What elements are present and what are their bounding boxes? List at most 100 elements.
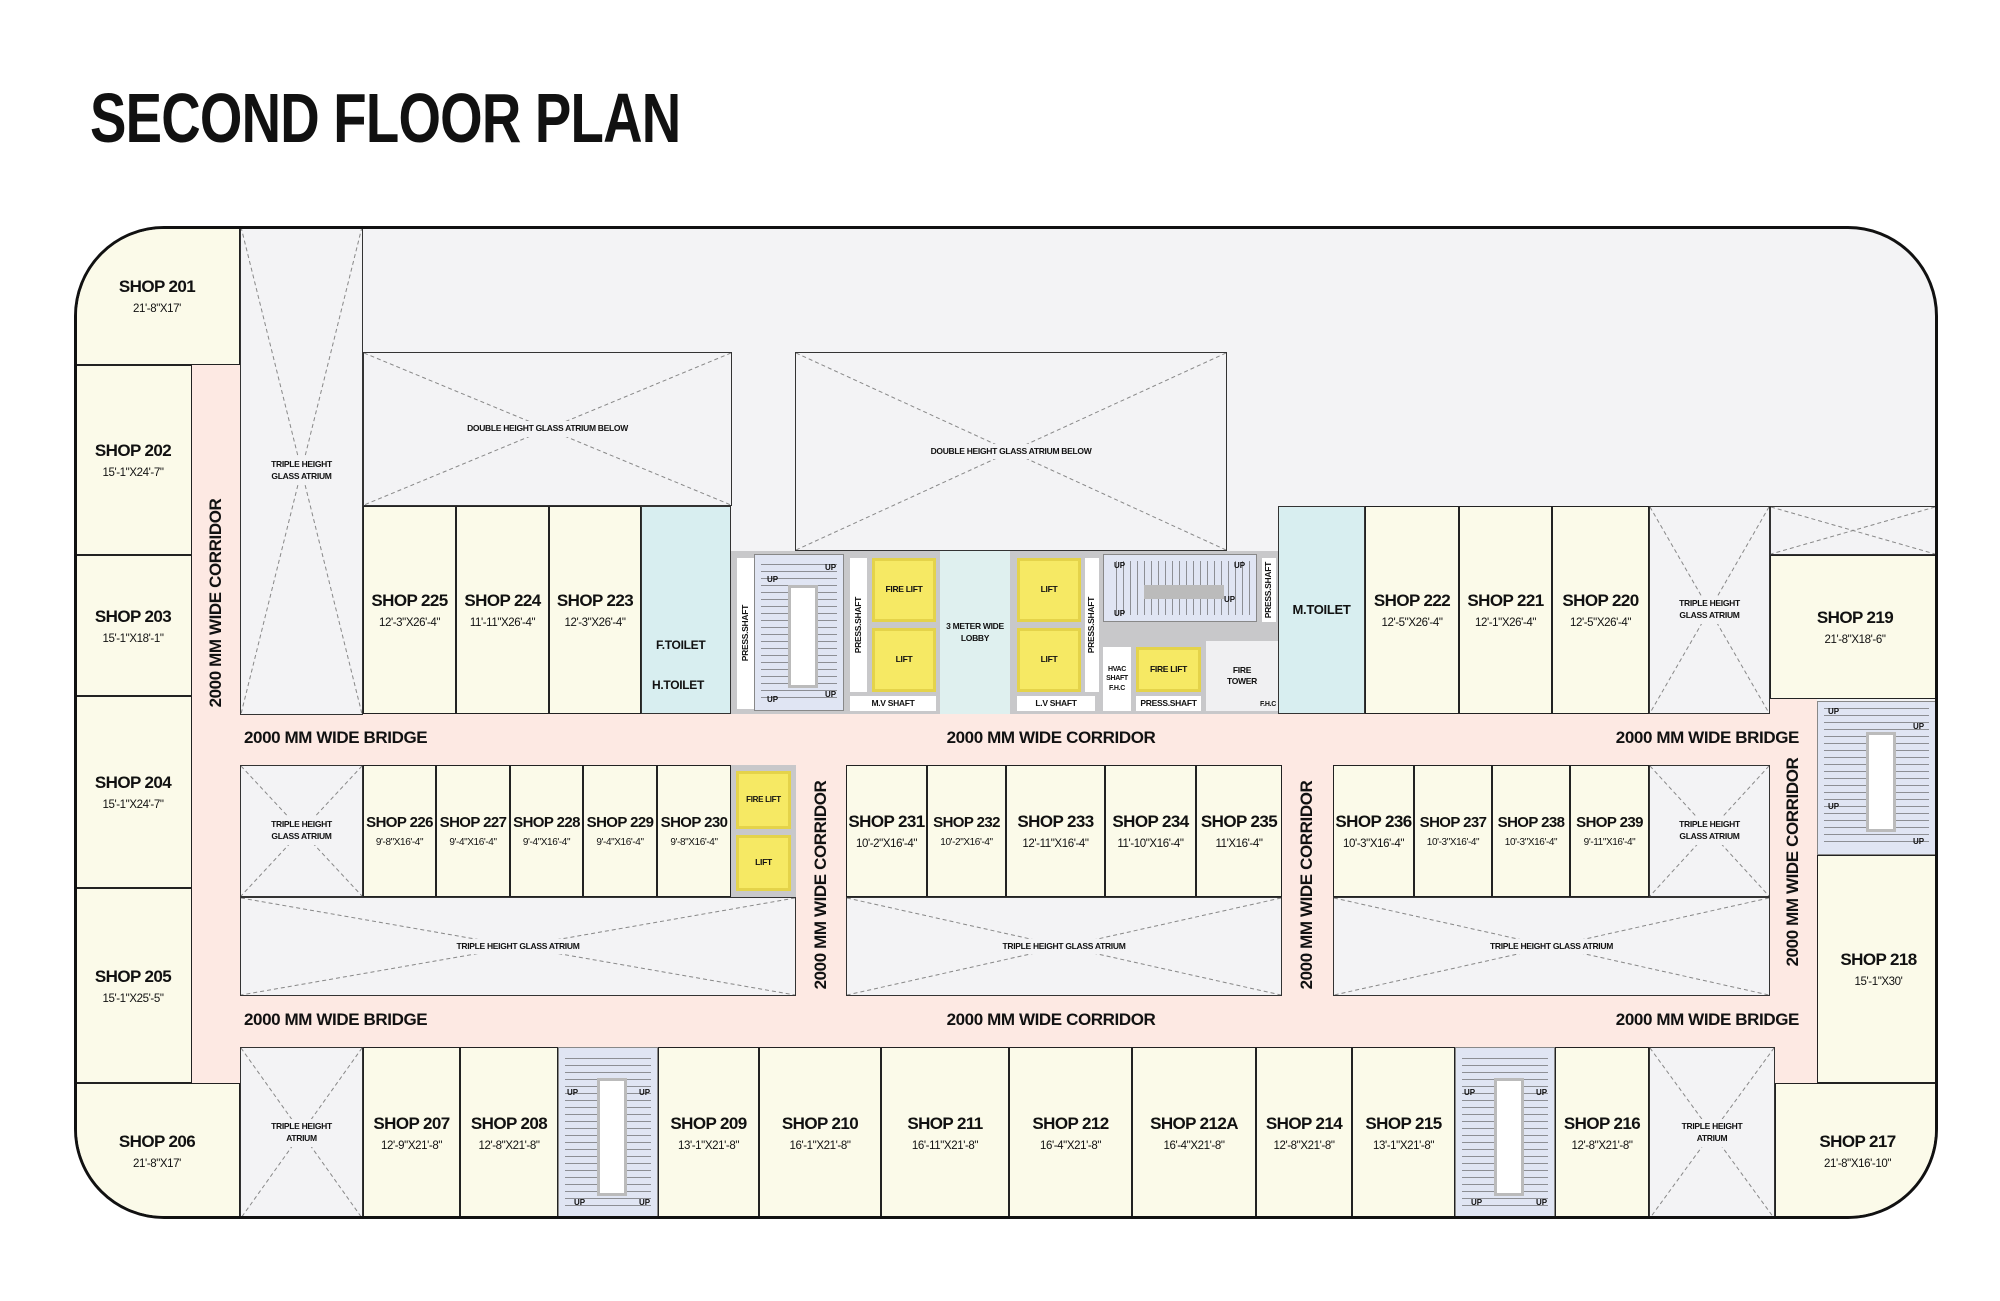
- glass-atrium: TRIPLE HEIGHT GLASS ATRIUM: [1649, 506, 1770, 714]
- shop-size: 21'-8"X16'-10": [1823, 1158, 1892, 1170]
- glass-atrium: DOUBLE HEIGHT GLASS ATRIUM BELOW: [795, 352, 1227, 551]
- glass-atrium: TRIPLE HEIGHT GLASS ATRIUM: [1649, 765, 1770, 897]
- shop-size: 16'-1"X21'-8": [789, 1140, 851, 1152]
- atrium-label: TRIPLE HEIGHT GLASS ATRIUM: [999, 938, 1129, 955]
- shop-size: 10'-2"X16'-4": [940, 837, 993, 848]
- shop-name: SHOP 235: [1200, 812, 1278, 831]
- m-toilet-label: M.TOILET: [1292, 602, 1351, 618]
- shop-name: SHOP 212: [1032, 1114, 1109, 1133]
- stair-up-label: UP: [1224, 595, 1236, 604]
- corridor-label: 2000 MM WIDE BRIDGE: [1615, 728, 1800, 747]
- press-shaft-label: PRESS.SHAFT: [852, 596, 863, 654]
- shop-name: SHOP 216: [1563, 1114, 1641, 1133]
- shop-name: SHOP 209: [670, 1114, 747, 1133]
- stair-up-label: UP: [1471, 1198, 1483, 1207]
- stair-up-label: UP: [1536, 1198, 1548, 1207]
- stair-up-label: UP: [1464, 1088, 1476, 1097]
- fire-lift: FIRE LIFT: [872, 558, 936, 622]
- atrium-label: TRIPLE HEIGHT GLASS ATRIUM: [1671, 817, 1748, 845]
- shop-name: SHOP 233: [1017, 812, 1094, 831]
- stair-up-label: UP: [825, 563, 837, 572]
- shop-size: 12'-8"X21'-8": [1273, 1140, 1335, 1152]
- staircase: UP UP UP UP: [1455, 1047, 1555, 1216]
- shop-name: SHOP 205: [94, 966, 172, 986]
- stair-well: [597, 1078, 627, 1196]
- corridor-label: 2000 MM WIDE CORRIDOR: [946, 1010, 1156, 1029]
- shop-size: 9'-8"X16'-4": [670, 837, 718, 848]
- shop-name: SHOP 223: [556, 591, 634, 610]
- atrium-void-cross: [796, 353, 1226, 550]
- lift: LIFT: [872, 628, 936, 692]
- shop-size: 9'-4"X16'-4": [449, 837, 497, 848]
- fire-lift-label: FIRE LIFT: [885, 584, 923, 595]
- atrium-void-cross: [1334, 898, 1769, 995]
- corridor-label: 2000 MM WIDE CORRIDOR: [946, 728, 1156, 747]
- shop-size: 15'-1"X25'-5": [102, 992, 164, 1005]
- press-shaft-label: PRESS.SHAFT: [1140, 697, 1197, 708]
- shop-223[interactable]: SHOP 223 12'-3"X26'-4": [549, 506, 641, 714]
- shop-size: 12'-5"X26'-4": [1381, 617, 1443, 629]
- atrium-label: DOUBLE HEIGHT GLASS ATRIUM BELOW: [927, 443, 1095, 460]
- fire-lift-label: FIRE LIFT: [746, 794, 781, 804]
- lift-label: LIFT: [1040, 654, 1058, 665]
- corridor-label: 2000 MM WIDE BRIDGE: [244, 1010, 428, 1029]
- atrium-void-cross: [1650, 507, 1769, 713]
- atrium-label: TRIPLE HEIGHT ATRIUM: [1674, 1119, 1750, 1147]
- floor-plan: TRIPLE HEIGHT GLASS ATRIUM DOUBLE HEIGHT …: [77, 229, 1935, 1216]
- stair-up-label: UP: [1536, 1088, 1548, 1097]
- lift-label: LIFT: [1040, 584, 1058, 595]
- mv-shaft-label: M.V SHAFT: [871, 697, 915, 708]
- press-shaft: PRESS.SHAFT: [737, 558, 754, 709]
- shop-232[interactable]: SHOP 232 10'-2"X16'-4": [927, 765, 1006, 897]
- shop-size: 15'-1"X24'-7": [102, 467, 164, 479]
- page-title: SECOND FLOOR PLAN: [90, 79, 681, 157]
- shop-size: 12'-3"X26'-4": [564, 617, 626, 629]
- shop-size: 11'-10"X16'-4": [1117, 838, 1184, 850]
- shop-name: SHOP 215: [1365, 1114, 1442, 1133]
- stair-up-label: UP: [1114, 561, 1126, 570]
- shop-name: SHOP 203: [94, 606, 172, 626]
- shop-name: SHOP 211: [907, 1114, 983, 1133]
- corridor-label: 2000 MM WIDE BRIDGE: [244, 728, 428, 747]
- shop-209[interactable]: SHOP 209 13'-1"X21'-8": [658, 1047, 759, 1216]
- shop-name: SHOP 232: [933, 814, 1000, 831]
- shop-205[interactable]: SHOP 205 15'-1"X25'-5": [77, 888, 192, 1083]
- shop-size: 11'-11"X26'-4": [469, 617, 536, 629]
- shop-size: 13'-1"X21'-8": [677, 1140, 740, 1152]
